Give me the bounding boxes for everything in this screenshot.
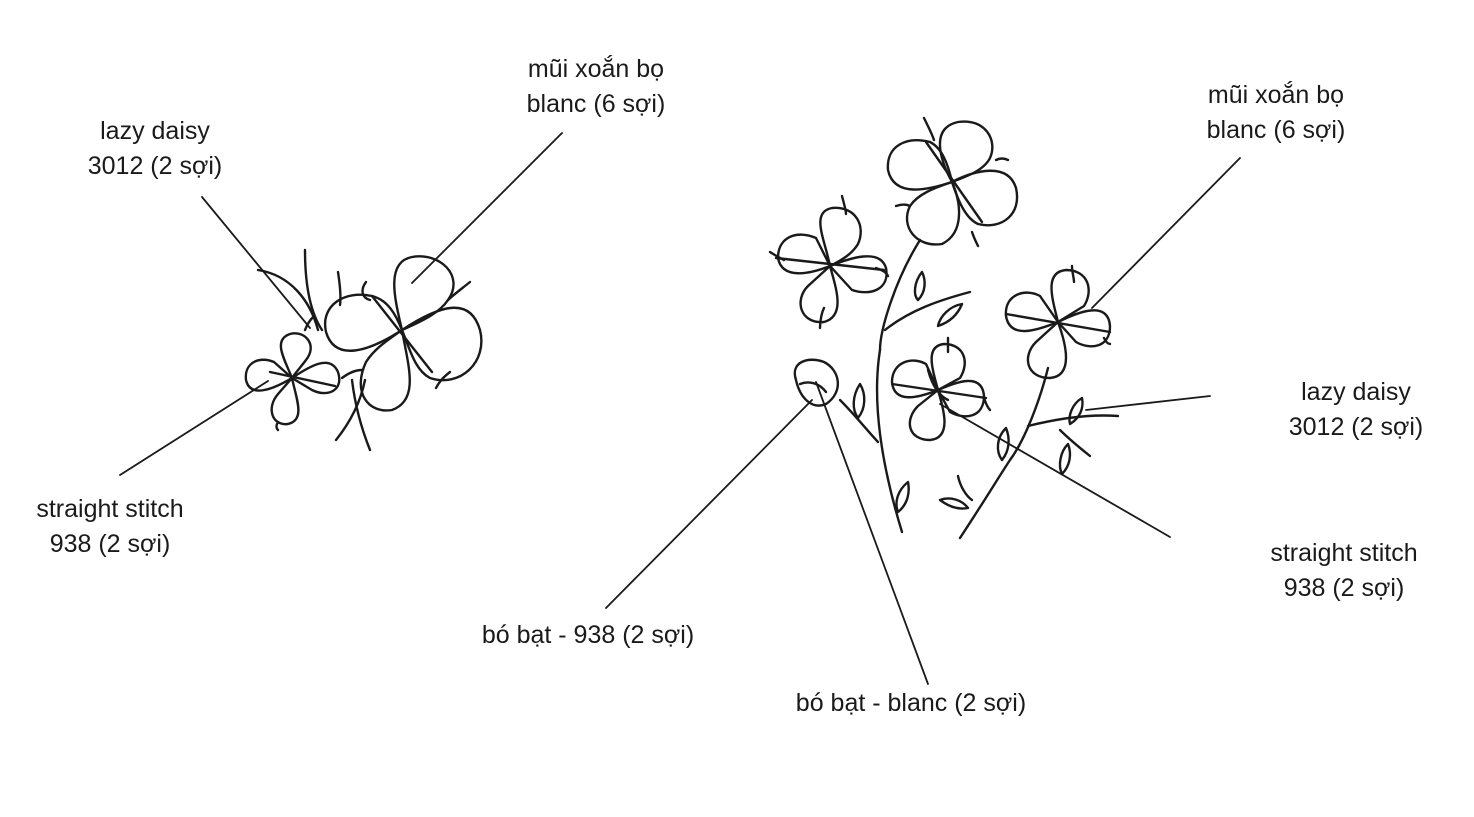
left-leader-straight [120, 381, 268, 475]
right-label-lazy-daisy: lazy daisy 3012 (2 sợi) [1256, 375, 1456, 445]
right-label-straight: straight stitch 938 (2 sợi) [1244, 536, 1444, 606]
right-label-lazy-daisy-line1: lazy daisy [1256, 375, 1456, 410]
left-label-bullion-line2: blanc (6 sợi) [496, 87, 696, 122]
right-leader-bullion [1092, 158, 1240, 308]
right-label-satin-blanc-text: bó bạt - blanc (2 sợi) [781, 686, 1041, 721]
right-leader-lazy-daisy [1086, 396, 1210, 410]
right-label-bullion-line2: blanc (6 sợi) [1176, 113, 1376, 148]
right-left-flower [770, 196, 888, 328]
left-label-lazy-daisy-line1: lazy daisy [55, 114, 255, 149]
right-motif [606, 118, 1240, 684]
right-top-flower [888, 118, 1017, 246]
left-label-lazy-daisy: lazy daisy 3012 (2 sợi) [55, 114, 255, 184]
right-label-bullion: mũi xoắn bọ blanc (6 sợi) [1176, 78, 1376, 148]
right-label-lazy-daisy-line2: 3012 (2 sợi) [1256, 410, 1456, 445]
left-label-lazy-daisy-line2: 3012 (2 sợi) [55, 149, 255, 184]
right-label-bullion-line1: mũi xoắn bọ [1176, 78, 1376, 113]
left-leader-lazy-daisy [202, 197, 310, 328]
left-large-flower [325, 256, 481, 410]
left-label-bullion: mũi xoắn bọ blanc (6 sợi) [496, 52, 696, 122]
right-label-satin-938: bó bạt - 938 (2 sợi) [468, 618, 708, 653]
right-label-straight-line2: 938 (2 sợi) [1244, 571, 1444, 606]
right-label-satin-blanc: bó bạt - blanc (2 sợi) [781, 686, 1041, 721]
left-label-straight-line2: 938 (2 sợi) [10, 527, 210, 562]
left-label-straight-line1: straight stitch [10, 492, 210, 527]
left-label-straight: straight stitch 938 (2 sợi) [10, 492, 210, 562]
left-motif [120, 133, 562, 475]
right-right-flower [1006, 266, 1110, 378]
left-leader-bullion [412, 133, 562, 283]
right-label-straight-line1: straight stitch [1244, 536, 1444, 571]
left-label-bullion-line1: mũi xoắn bọ [496, 52, 696, 87]
right-leader-satin-938 [606, 400, 812, 608]
right-label-satin-938-text: bó bạt - 938 (2 sợi) [468, 618, 708, 653]
